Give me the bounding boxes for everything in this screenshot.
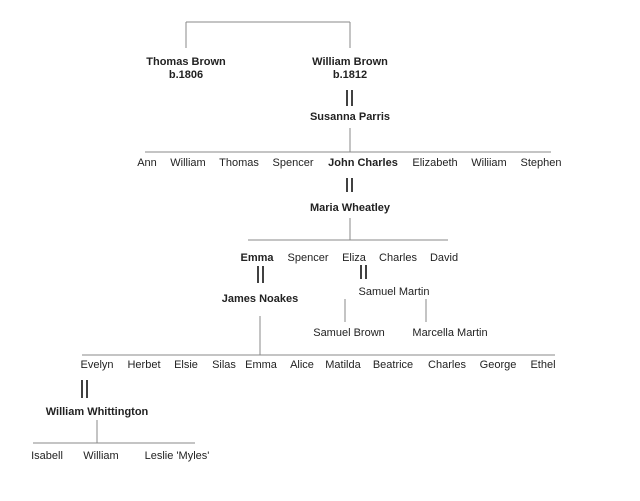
gen2-child: Elizabeth (412, 157, 458, 169)
gen2-child-john-charles: John Charles (328, 157, 398, 169)
gen4-child: Emma (245, 359, 277, 371)
spouse-susanna-parris: Susanna Parris (309, 111, 391, 123)
spouse-samuel-martin: Samuel Martin (358, 286, 430, 298)
gen3-child-eliza: Eliza (342, 252, 366, 264)
gen4-child: Charles (428, 359, 466, 371)
gen5-child: Leslie 'Myles' (144, 450, 210, 462)
gen3-child: David (429, 252, 459, 264)
gen5-child: Isabell (31, 450, 63, 462)
spouse-james-noakes: James Noakes (221, 293, 299, 305)
person-thomas-brown: Thomas Brown (146, 56, 226, 68)
gen4-child: Silas (212, 359, 236, 371)
birth-william-brown: b.1812 (332, 69, 368, 81)
gen4-child: Matilda (325, 359, 361, 371)
gen4-child: Beatrice (372, 359, 414, 371)
gen4-child-evelyn: Evelyn (80, 359, 114, 371)
spouse-maria-wheatley: Maria Wheatley (309, 202, 391, 214)
eliza-child: Samuel Brown (313, 327, 385, 339)
person-william-brown: William Brown (312, 56, 388, 68)
gen4-child: Herbet (127, 359, 161, 371)
gen2-child: Wiliiam (471, 157, 507, 169)
gen3-child: Charles (379, 252, 417, 264)
gen4-child: Ethel (530, 359, 556, 371)
gen4-child: Elsie (174, 359, 198, 371)
marriage-marks (81, 90, 367, 398)
birth-thomas-brown: b.1806 (168, 69, 204, 81)
gen4-child: Alice (290, 359, 314, 371)
gen2-child: William (170, 157, 206, 169)
gen3-child-emma: Emma (240, 252, 274, 264)
gen2-child: Stephen (520, 157, 562, 169)
gen2-child: Thomas (219, 157, 259, 169)
gen4-child: George (479, 359, 517, 371)
gen3-child: Spencer (287, 252, 329, 264)
gen2-child: Spencer (272, 157, 314, 169)
eliza-child: Marcella Martin (412, 327, 488, 339)
gen2-child: Ann (137, 157, 157, 169)
gen5-child: William (83, 450, 119, 462)
spouse-william-whittington: William Whittington (45, 406, 149, 418)
